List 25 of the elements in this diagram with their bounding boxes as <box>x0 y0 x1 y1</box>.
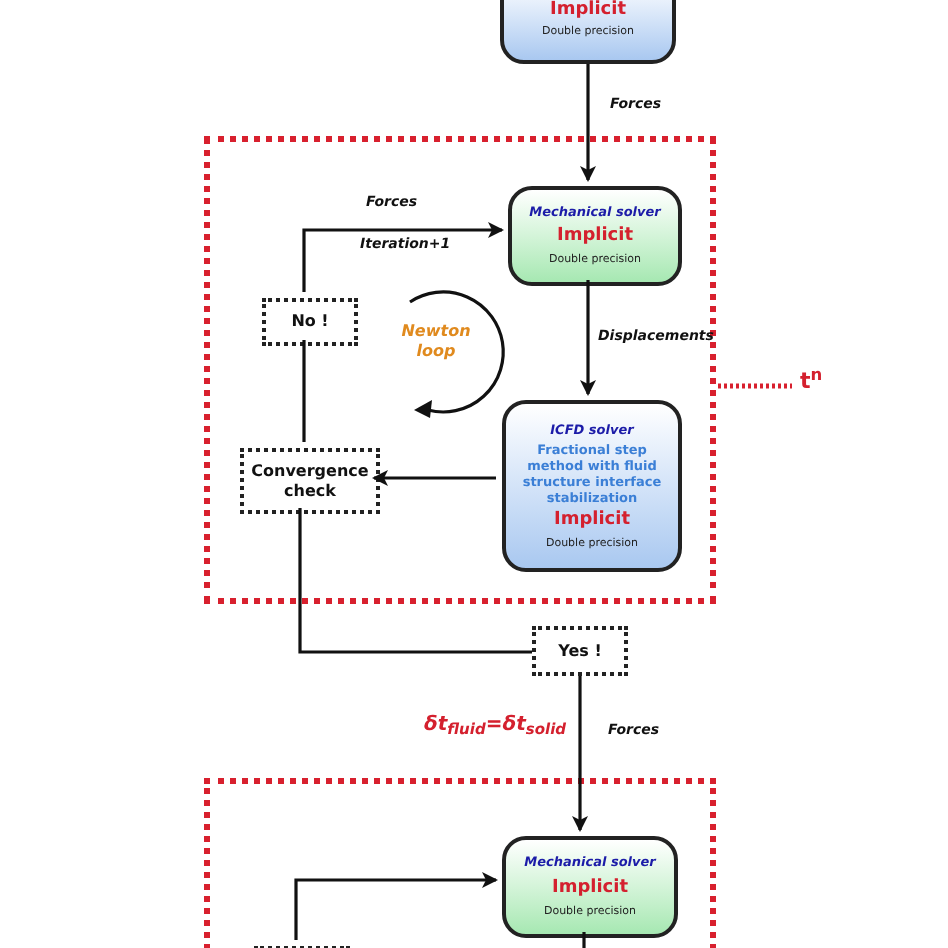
scheme-label: Implicit <box>549 0 627 23</box>
connector-arrow <box>580 64 596 182</box>
connector-arrow <box>372 470 496 486</box>
connector-arrow <box>294 872 498 940</box>
connector-arrow <box>302 222 504 292</box>
solver-box <box>502 400 682 572</box>
decision-box <box>262 298 358 346</box>
loop-label: Newton loop <box>399 322 473 362</box>
solver-box <box>500 0 676 64</box>
time-step-region <box>204 136 716 604</box>
scheme-label: Implicit <box>551 877 629 900</box>
solver-box <box>508 186 682 286</box>
decision-box <box>532 626 628 676</box>
scheme-label: Implicit <box>553 510 631 533</box>
box-label: No ! <box>291 312 329 332</box>
solver-box <box>502 836 678 938</box>
decision-box <box>240 448 380 514</box>
time-step-region <box>204 778 716 948</box>
box-label: Yes ! <box>558 641 602 661</box>
time-level-label: t$^{n}$ <box>800 366 823 398</box>
connector-arrow <box>580 280 596 396</box>
connector-arrow <box>572 676 588 832</box>
time-step-condition: δt$_{fluid}$=δt$_{solid}$ <box>424 712 567 740</box>
box-label: Convergence check <box>249 461 371 501</box>
scheme-label: Implicit <box>556 226 634 249</box>
